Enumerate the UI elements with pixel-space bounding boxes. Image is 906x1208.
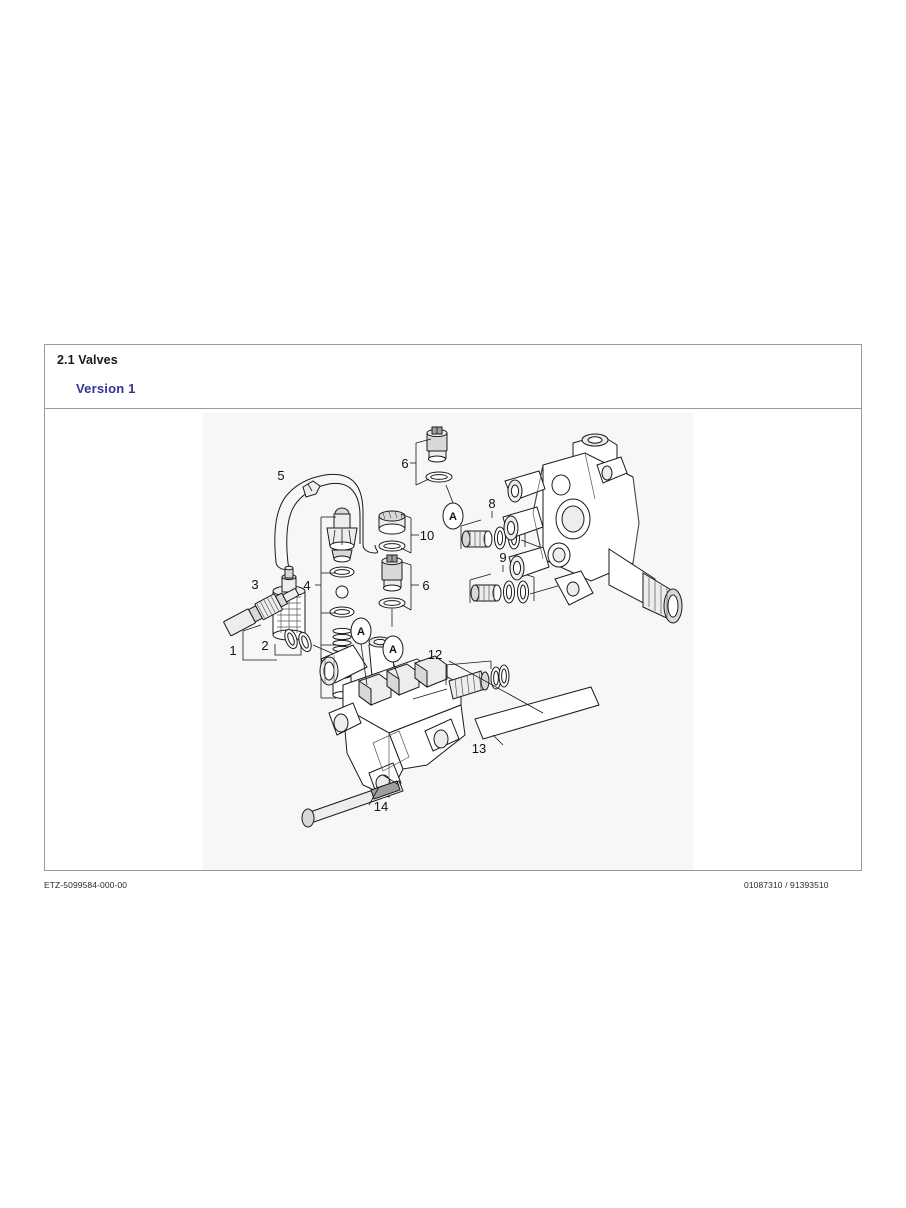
parts-diagram-panel: A A A 1 2 3 4 5 6 6 8 9 10 12 (203, 413, 693, 870)
footer-document-code: ETZ-5099584-000-00 (44, 880, 128, 890)
callout-12: 12 (428, 647, 442, 662)
callout-3: 3 (251, 577, 258, 592)
section-content-box: 2.1 Valves Version 1 (44, 344, 862, 871)
part-plug-lower (469, 565, 562, 604)
footer-part-numbers: 01087310 / 91393510 (744, 880, 829, 890)
part-bypass-hose (274, 473, 379, 571)
callout-5: 5 (277, 468, 284, 483)
callout-4: 4 (303, 578, 310, 593)
callout-14: 14 (374, 799, 388, 814)
heading-divider (45, 408, 861, 409)
subsection-title: Version 1 (76, 381, 136, 396)
exploded-parts-diagram: A A A 1 2 3 4 5 6 6 8 9 10 12 (223, 426, 683, 828)
callout-13: 13 (472, 741, 486, 756)
part-long-bolt (301, 774, 404, 828)
part-connector-and-orings (223, 588, 344, 661)
callout-9: 9 (499, 550, 506, 565)
reference-marker-a-upper: A (442, 484, 464, 530)
callout-6-lower: 6 (422, 578, 429, 593)
part-valve-cartridge-upper (410, 426, 453, 486)
marker-letter-a: A (357, 626, 365, 638)
part-pump-manifold-housing (502, 433, 683, 624)
part-valve-cartridge-lower (378, 554, 419, 627)
part-valve-block-housing (319, 636, 466, 798)
part-identification-label (448, 660, 600, 746)
marker-letter-a: A (449, 511, 457, 523)
part-sealing-cap (378, 510, 419, 554)
callout-8: 8 (488, 496, 495, 511)
reference-marker-a-center: A (382, 635, 404, 680)
reference-marker-a-left: A (350, 617, 372, 686)
part-threaded-plug (412, 660, 510, 700)
callout-6-upper: 6 (401, 456, 408, 471)
callout-2: 2 (261, 638, 268, 653)
callout-1: 1 (229, 643, 236, 658)
page-title: 2.1 Valves (57, 353, 118, 367)
marker-letter-a: A (389, 644, 397, 656)
callout-10: 10 (420, 528, 434, 543)
